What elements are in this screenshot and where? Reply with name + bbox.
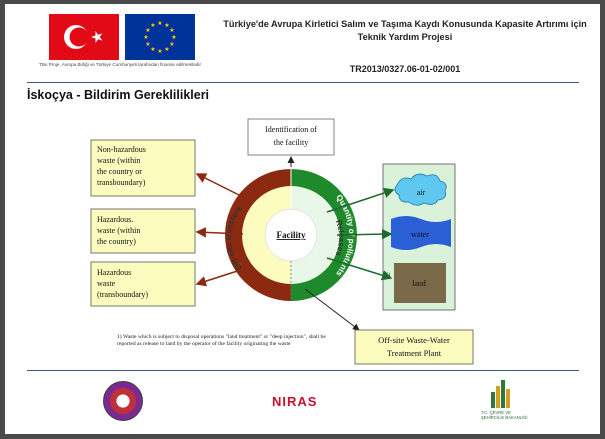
media-water-label: water	[411, 230, 429, 239]
eu-flag-icon: ★★★ ★★★ ★★★ ★★★	[125, 14, 195, 60]
svg-text:★: ★	[143, 34, 148, 41]
svg-text:★: ★	[150, 22, 155, 29]
footer-logos: NIRAS T.C. ÇEVRE VE ŞEHİRCİLİK BAKANLIĞI	[5, 372, 600, 432]
svg-text:★: ★	[157, 48, 162, 55]
box-nonhazardous-line3: the country or	[97, 167, 142, 176]
media-air-label: air	[417, 188, 426, 197]
svg-text:★: ★	[157, 20, 162, 27]
svg-text:★: ★	[145, 41, 150, 48]
box-hazardous-transboundary-line3: (transboundary)	[97, 290, 148, 299]
identification-line1: Identification of	[265, 125, 317, 134]
svg-text:Releases: Releases	[334, 219, 346, 258]
svg-text:★: ★	[145, 27, 150, 34]
facility-label: Facility	[277, 230, 306, 240]
header-divider	[27, 82, 579, 83]
box-hazardous-domestic-line1: Hazardous.	[97, 215, 133, 224]
box-hazardous-transboundary-line1: Hazardous	[97, 268, 131, 277]
wastewater-plant-box	[354, 329, 474, 365]
box-hazardous-transboundary	[90, 261, 196, 307]
footnote: 1) Waste which is subject to disposal op…	[117, 334, 326, 347]
wastewater-plant-line2: Treatment Plant	[387, 348, 442, 358]
svg-text:★: ★	[150, 46, 155, 53]
box-hazardous-domestic-line3: the country)	[97, 237, 136, 246]
ministry-logo: T.C. ÇEVRE VE ŞEHİRCİLİK BAKANLIĞI	[481, 380, 528, 424]
box-hazardous-transboundary-line2: waste	[97, 279, 116, 288]
box-hazardous-domestic-line2: waste (within	[97, 226, 140, 235]
svg-text:★: ★	[169, 27, 174, 34]
niras-logo: NIRAS	[272, 394, 318, 409]
turkey-flag-icon	[49, 14, 119, 60]
media-land-label: land	[412, 279, 426, 288]
box-nonhazardous-line1: Non-hazardous	[97, 145, 146, 154]
slide: ★★★ ★★★ ★★★ ★★★ TBu Proje, Avrupa Birliğ…	[5, 4, 600, 434]
svg-text:★: ★	[171, 34, 176, 41]
identification-line2: the facility	[274, 138, 308, 147]
air-cloud-icon	[394, 173, 447, 206]
water-wave-icon	[391, 216, 451, 250]
footer-divider	[27, 370, 579, 371]
slide-header: ★★★ ★★★ ★★★ ★★★ TBu Proje, Avrupa Birliğ…	[5, 4, 600, 82]
land-soil-icon	[394, 263, 446, 303]
slide-title: İskoçya - Bildirim Gereklilikleri	[27, 88, 210, 102]
box-nonhazardous-line2: waste (within	[97, 156, 140, 165]
flags: ★★★ ★★★ ★★★ ★★★	[49, 14, 199, 60]
ministry-bars-icon	[491, 380, 510, 408]
box-nonhazardous-line4: transboundary)	[97, 178, 146, 187]
ring-right-inner-label: Releases	[334, 219, 346, 258]
identification-box	[247, 118, 335, 156]
svg-text:★: ★	[164, 22, 169, 29]
financing-text: TBu Proje, Avrupa Birliği ve Türkiye Cum…	[39, 62, 201, 67]
svg-text:★: ★	[169, 41, 174, 48]
box-nonhazardous	[90, 139, 196, 197]
svg-text:★: ★	[164, 46, 169, 53]
consortium-seal-icon	[103, 381, 143, 421]
ministry-text: T.C. ÇEVRE VE ŞEHİRCİLİK BAKANLIĞI	[481, 410, 528, 420]
box-hazardous-domestic	[90, 208, 196, 254]
project-code: TR2013/0327.06-01-02/001	[349, 64, 461, 74]
wastewater-plant-line1: Off-site Waste-Water	[378, 335, 450, 345]
reporting-diagram: Identification of the facility Facility …	[90, 118, 474, 365]
project-title: Türkiye'de Avrupa Kirletici Salım ve Taş…	[223, 19, 587, 42]
